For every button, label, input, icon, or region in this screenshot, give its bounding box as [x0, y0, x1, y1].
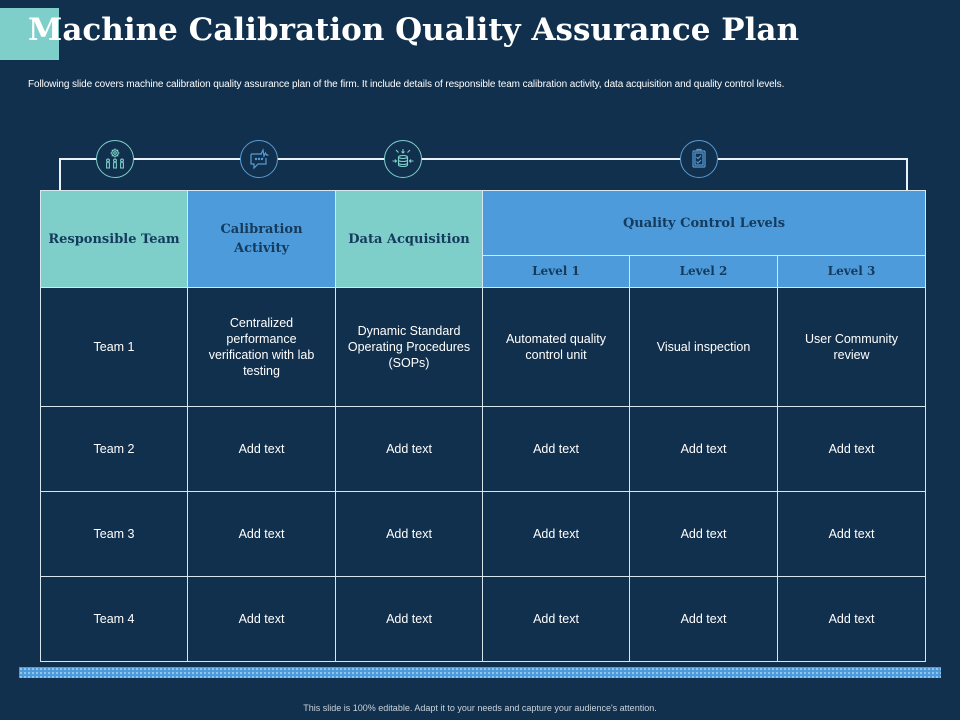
table-row: Team 3 Add text Add text Add text Add te…	[40, 491, 927, 577]
calibration-cell: Centralized performance verification wit…	[187, 287, 336, 407]
calibration-cell: Add text	[187, 406, 336, 492]
header-level-1: Level 1	[482, 255, 630, 288]
qa-plan-table: Responsible Team Calibration Activity Da…	[40, 190, 927, 662]
clipboard-check-icon	[680, 140, 718, 178]
level3-cell: Add text	[776, 576, 927, 662]
level2-cell: Visual inspection	[629, 287, 778, 407]
level2-cell: Add text	[629, 491, 778, 577]
connector-left-drop	[59, 158, 61, 190]
header-level-3: Level 3	[776, 255, 927, 288]
table-row: Team 4 Add text Add text Add text Add te…	[40, 576, 927, 662]
level1-cell: Automated quality control unit	[482, 287, 630, 407]
table-row: Team 1 Centralized performance verificat…	[40, 287, 927, 407]
chat-signal-icon	[240, 140, 278, 178]
team-cell: Team 2	[40, 406, 188, 492]
database-inflow-icon	[384, 140, 422, 178]
connector-horizontal	[59, 158, 907, 160]
connector-right-drop	[906, 158, 908, 190]
level2-cell: Add text	[629, 576, 778, 662]
header-calibration-activity: Calibration Activity	[187, 190, 336, 288]
level3-cell: Add text	[776, 491, 927, 577]
data-cell: Add text	[335, 576, 483, 662]
level1-cell: Add text	[482, 576, 630, 662]
level1-cell: Add text	[482, 491, 630, 577]
table-row: Team 2 Add text Add text Add text Add te…	[40, 406, 927, 492]
data-cell: Dynamic Standard Operating Procedures (S…	[335, 287, 483, 407]
header-data-acquisition: Data Acquisition	[335, 190, 483, 288]
header-level-2: Level 2	[629, 255, 778, 288]
footer-note: This slide is 100% editable. Adapt it to…	[303, 703, 657, 713]
calibration-cell: Add text	[187, 576, 336, 662]
team-cell: Team 4	[40, 576, 188, 662]
data-cell: Add text	[335, 406, 483, 492]
calibration-cell: Add text	[187, 491, 336, 577]
team-cell: Team 1	[40, 287, 188, 407]
header-responsible-team: Responsible Team	[40, 190, 188, 288]
team-cell: Team 3	[40, 491, 188, 577]
team-gear-icon	[96, 140, 134, 178]
title-accent-square	[0, 8, 59, 60]
page-title: Machine Calibration Quality Assurance Pl…	[28, 12, 800, 48]
level3-cell: Add text	[776, 406, 927, 492]
bottom-decorative-band	[19, 667, 941, 678]
data-cell: Add text	[335, 491, 483, 577]
page-subtitle: Following slide covers machine calibrati…	[28, 79, 785, 90]
header-quality-control: Quality Control Levels	[481, 190, 927, 256]
level3-cell: User Community review	[776, 287, 927, 407]
level2-cell: Add text	[629, 406, 778, 492]
level1-cell: Add text	[482, 406, 630, 492]
